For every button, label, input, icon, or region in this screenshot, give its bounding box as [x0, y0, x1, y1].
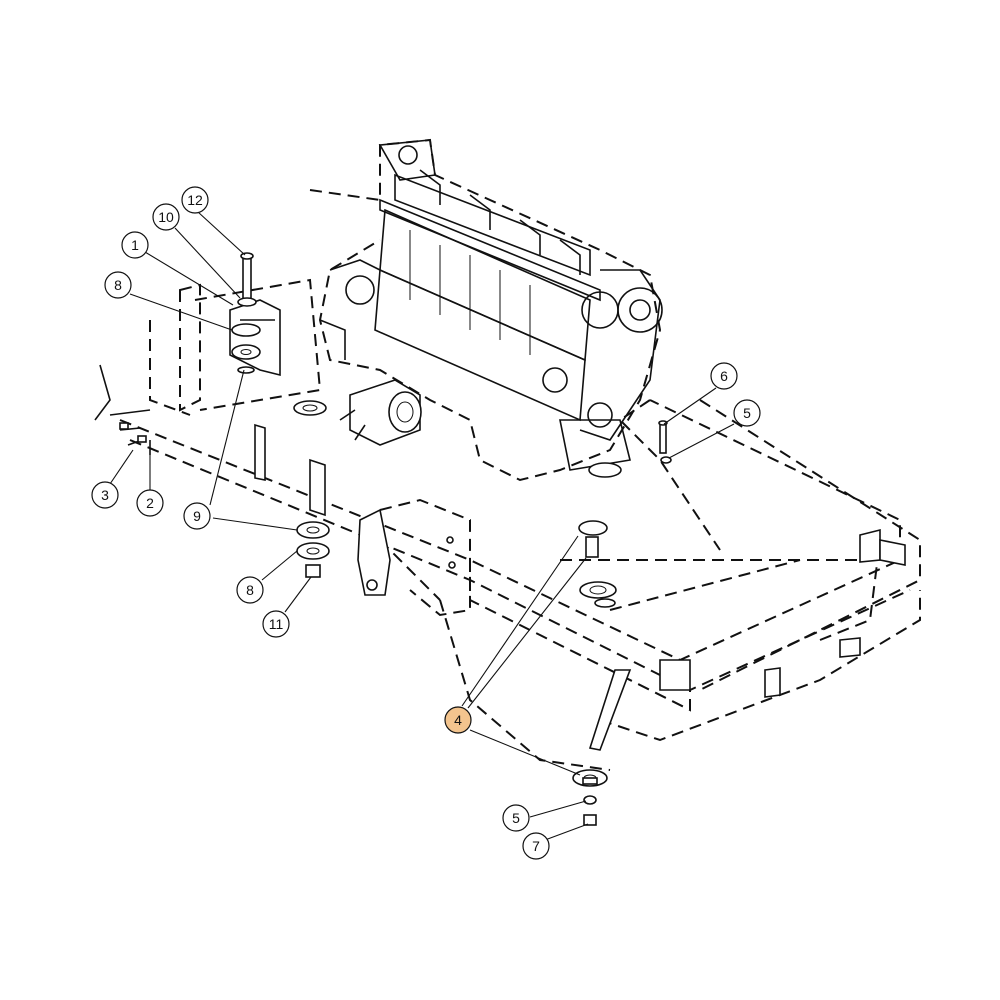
callout-5-lower[interactable]: 5	[502, 804, 530, 832]
callout-2[interactable]: 2	[136, 489, 164, 517]
front-bumper	[588, 528, 906, 751]
callout-4-label: 4	[454, 712, 462, 728]
callout-9-label: 9	[193, 508, 201, 524]
callout-10[interactable]: 10	[152, 203, 180, 231]
lower-left-isolator-stack	[296, 521, 330, 578]
callout-5-upper[interactable]: 5	[733, 399, 761, 427]
side-bolts	[94, 364, 151, 455]
callout-5-upper-label: 5	[743, 405, 751, 421]
bolt-and-nut-upper	[658, 420, 672, 464]
lower-mount-stack	[572, 769, 608, 826]
front-gusset-plate	[357, 498, 471, 617]
callout-11[interactable]: 11	[262, 610, 290, 638]
starter-motor	[339, 379, 422, 446]
leader-lines	[109, 211, 735, 841]
callout-12-label: 12	[187, 192, 203, 208]
callout-8-lower-label: 8	[246, 582, 254, 598]
callout-12[interactable]: 12	[181, 186, 209, 214]
engine-block	[309, 138, 663, 482]
callout-11-label: 11	[269, 616, 284, 632]
callout-10-label: 10	[158, 209, 174, 225]
callout-1[interactable]: 1	[121, 231, 149, 259]
callout-3[interactable]: 3	[91, 481, 119, 509]
callout-7-label: 7	[532, 838, 540, 854]
callout-6[interactable]: 6	[710, 362, 738, 390]
callout-5-lower-label: 5	[512, 810, 520, 826]
callout-8-lower[interactable]: 8	[236, 576, 264, 604]
callout-9[interactable]: 9	[183, 502, 211, 530]
front-right-mount	[293, 400, 622, 608]
callout-1-label: 1	[131, 237, 139, 253]
callout-7[interactable]: 7	[522, 832, 550, 860]
callout-8-upper[interactable]: 8	[104, 271, 132, 299]
callout-8-upper-label: 8	[114, 277, 122, 293]
callout-6-label: 6	[720, 368, 728, 384]
isolator-strips	[254, 423, 326, 517]
callout-3-label: 3	[101, 487, 109, 503]
callout-2-label: 2	[146, 495, 154, 511]
callout-4[interactable]: 4	[444, 706, 472, 734]
